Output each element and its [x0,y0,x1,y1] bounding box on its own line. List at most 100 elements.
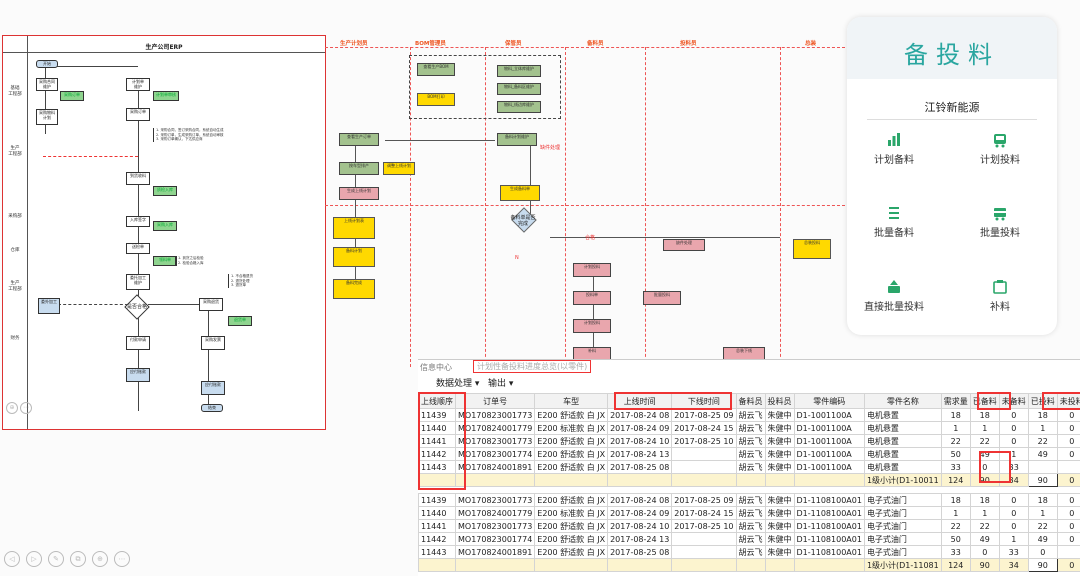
replenish-icon [992,279,1008,295]
table-cell: 50 [941,533,970,546]
table-cell: 0 [1057,435,1080,448]
table-cell: 2017-08-25 09 [672,409,736,422]
table-cell [672,559,736,572]
table-cell: 朱健中 [765,546,794,559]
menu-plan-prepare[interactable]: 计划备料 [849,132,939,166]
flow-box: 投料单 [573,291,611,305]
table-cell: 0 [1057,520,1080,533]
column-header[interactable]: 零件名称 [864,394,941,409]
divider [867,119,1037,120]
table-cell: 2017-08-24 13 [608,533,672,546]
tab-progress-overview[interactable]: 计划性备投料进度总览(以零件) [473,360,591,373]
table-cell: 胡云飞 [736,448,765,461]
table-cell: E200 标准款 白 JX [535,422,608,435]
flow-label: 合格 [585,235,595,241]
flow-box: 生成备料单 [500,185,540,201]
menu-batch-feed[interactable]: 批量投料 [955,205,1045,239]
row-separator [419,487,1080,494]
erp-title: 生产公司ERP [3,42,325,51]
table-cell: 朱健中 [765,448,794,461]
zoom-icon[interactable]: ⊕ [92,551,108,567]
column-header[interactable]: 投料员 [765,394,794,409]
table-cell: 朱健中 [765,435,794,448]
subtotal-label: 1级小计(D1-10011 [864,474,941,487]
table-cell: 11439 [419,494,456,507]
table-cell: 1 [941,507,970,520]
menu-plan-feed[interactable]: 计划投料 [955,132,1045,166]
progress-table-panel: 信息中心 计划性备投料进度总览(以零件) 数据处理 ▾ 输出 ▾ 上线顺序订单号… [418,359,1080,576]
flow-box: BOM打印 [417,93,455,106]
card-title: 备投料 [847,35,1057,70]
next-icon[interactable]: ▷ [26,551,42,567]
table-cell: 2017-08-24 10 [608,520,672,533]
table-cell [1028,461,1057,474]
menu-replenish[interactable]: 补料 [955,279,1045,313]
flow-box: 上线计划表 [333,217,375,239]
table-cell: 2017-08-25 09 [672,494,736,507]
table-cell: 朱健中 [765,422,794,435]
connector [45,66,138,67]
flow-box: 质检入库 [153,186,177,196]
table-cell: E200 舒适款 白 JX [535,520,608,533]
data-process-menu[interactable]: 数据处理 ▾ [436,379,479,389]
table-cell: 电子式油门 [864,494,941,507]
table-cell [672,448,736,461]
menu-direct-batch-feed[interactable]: 直接批量投料 [849,279,939,313]
table-cell [765,474,794,487]
lane-divider [27,36,28,429]
flow-box: 查看生产BOM [417,63,455,76]
lane-header: 投料员 [680,39,697,47]
column-header[interactable]: 备料员 [736,394,765,409]
highlight-sequence [418,392,466,490]
export-menu[interactable]: 输出 ▾ [488,379,513,389]
header-divider [3,52,325,53]
separator-cell [419,487,1080,494]
menu-batch-prepare[interactable]: 批量备料 [849,205,939,239]
table-cell: 胡云飞 [736,435,765,448]
table-cell: 18 [941,409,970,422]
table-cell: 18 [970,494,999,507]
breadcrumb[interactable]: 信息中心 [420,362,452,373]
table-cell: D1-1001100A [794,461,864,474]
column-header[interactable]: 车型 [535,394,608,409]
decision-label: 是否合格 [125,304,149,310]
table-cell: 胡云飞 [736,546,765,559]
flow-box: 领料单 [153,256,177,266]
table-cell: 2017-08-25 08 [608,461,672,474]
table-cell: 2017-08-24 15 [672,422,736,435]
menu-label: 批量投料 [980,228,1020,239]
menu-label: 批量备料 [874,228,914,239]
subtotal-cell: 0 [1057,559,1080,572]
column-header[interactable]: 零件编码 [794,394,864,409]
flow-box: 送检单 [126,243,150,254]
more-icon[interactable]: ⋯ [114,551,130,567]
table-cell: 0 [999,422,1028,435]
column-header[interactable]: 订单号 [456,394,535,409]
column-header[interactable]: 需求量 [941,394,970,409]
table-cell: 0 [1028,546,1057,559]
prev-icon[interactable]: ◁ [4,551,20,567]
table-cell: 22 [941,435,970,448]
table-cell: D1-1001100A [794,448,864,461]
table-cell: 0 [970,546,999,559]
table-cell: 电机悬置 [864,435,941,448]
table-cell: 1 [970,422,999,435]
more-icon[interactable]: ⋯ [20,402,32,414]
table-cell: 22 [1028,520,1057,533]
table-cell: 1 [1028,422,1057,435]
table-cell: 11443 [419,546,456,559]
zoom-icon[interactable]: ⊕ [6,402,18,414]
table-cell: 2017-08-24 09 [608,507,672,520]
pen-icon[interactable]: ✎ [48,551,64,567]
copy-icon[interactable]: ⧉ [70,551,86,567]
table-cell [535,559,608,572]
